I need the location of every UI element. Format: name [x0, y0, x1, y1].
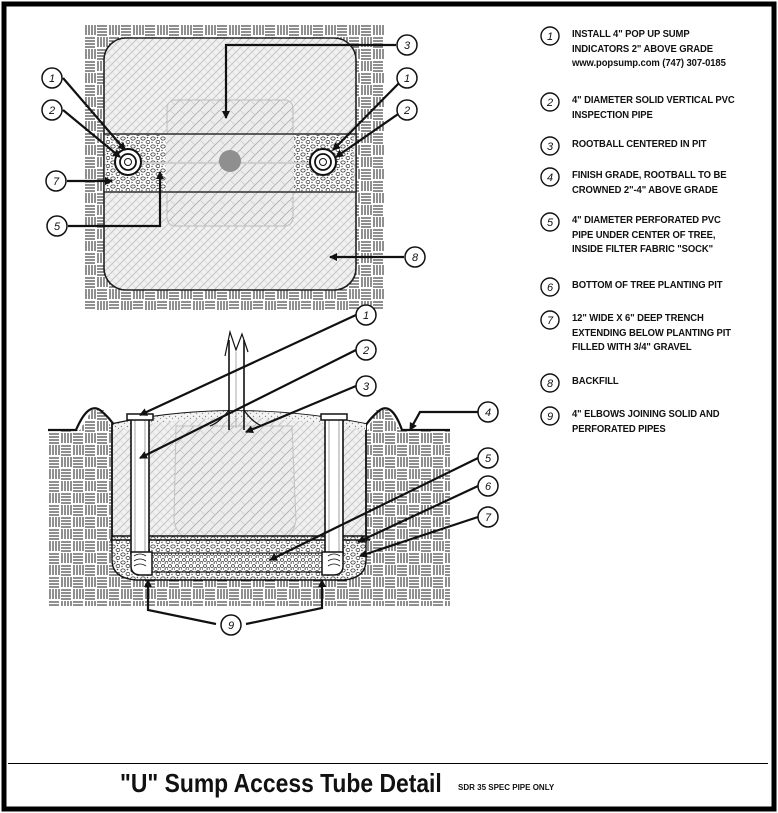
svg-text:8: 8 [412, 252, 419, 264]
section-elbow-left [130, 551, 153, 576]
note-text: FINISH GRADE, ROOTBALL TO BE CROWNED 2"-4… [572, 169, 761, 198]
section-callout-5: 5 [477, 447, 499, 469]
svg-text:5: 5 [54, 221, 61, 233]
note-number-badge: 2 [540, 92, 560, 112]
note-number-badge: 9 [540, 406, 560, 426]
note-line: BACKFILL [572, 376, 619, 387]
note-number-badge: 6 [540, 277, 560, 297]
plan-callout-2-left: 2 [41, 99, 63, 121]
svg-text:9: 9 [547, 411, 553, 423]
svg-text:5: 5 [547, 217, 554, 229]
svg-text:3: 3 [404, 40, 411, 52]
section-callout-2: 2 [355, 339, 377, 361]
note-text: 4" DIAMETER SOLID VERTICAL PVC INSPECTION… [572, 94, 761, 123]
svg-text:2: 2 [546, 97, 553, 109]
plan-callout-2-right: 2 [396, 99, 418, 121]
note-line: CROWNED 2"-4" ABOVE GRADE [572, 184, 718, 196]
drawing-title: "U" Sump Access Tube Detail [120, 768, 442, 798]
section-rootball [173, 425, 297, 541]
section-callout-9: 9 [220, 614, 242, 636]
svg-text:2: 2 [362, 345, 369, 357]
note-line: 4" DIAMETER PERFORATED PVC [572, 215, 721, 226]
note-number-badge: 1 [540, 26, 560, 46]
svg-text:8: 8 [547, 378, 554, 390]
note-number-badge: 8 [540, 373, 560, 393]
plan-callout-3: 3 [396, 34, 418, 56]
section-callout-3: 3 [355, 375, 377, 397]
note-line: INSPECTION PIPE [572, 109, 653, 121]
note-line: PERFORATED PIPES [572, 423, 666, 435]
svg-text:9: 9 [228, 620, 234, 632]
drawing-subtitle: SDR 35 SPEC PIPE ONLY [458, 783, 555, 792]
svg-text:1: 1 [49, 73, 55, 85]
section-callout-4: 4 [477, 401, 499, 423]
svg-text:1: 1 [404, 73, 410, 85]
section-elbow-right [321, 551, 344, 576]
note-text: 4" ELBOWS JOINING SOLID AND PERFORATED PI… [572, 408, 761, 437]
plan-callout-1-right: 1 [396, 67, 418, 89]
svg-text:4: 4 [547, 172, 553, 184]
note-line: INSTALL 4" POP UP SUMP [572, 29, 690, 40]
note-text: ROOTBALL CENTERED IN PIT [572, 138, 761, 153]
note-text: 4" DIAMETER PERFORATED PVC PIPE UNDER CEN… [572, 214, 761, 258]
note-number-badge: 7 [540, 310, 560, 330]
svg-text:5: 5 [485, 453, 492, 465]
svg-text:1: 1 [363, 310, 369, 322]
note-line: INDICATORS 2" ABOVE GRADE [572, 43, 713, 55]
title-block: "U" Sump Access Tube Detail SDR 35 SPEC … [8, 763, 768, 798]
svg-text:7: 7 [53, 176, 60, 188]
note-line: 4" DIAMETER SOLID VERTICAL PVC [572, 95, 735, 106]
svg-text:2: 2 [48, 105, 55, 117]
note-text: INSTALL 4" POP UP SUMP INDICATORS 2" ABOV… [572, 28, 761, 72]
section-pipe-right [320, 413, 348, 555]
svg-text:2: 2 [403, 105, 410, 117]
plan-view: 3 1 1 2 2 7 5 8 [41, 24, 426, 310]
note-line: INSIDE FILTER FABRIC "SOCK" [572, 244, 714, 255]
svg-text:6: 6 [485, 481, 492, 493]
note-number-badge: 5 [540, 212, 560, 232]
section-callout-6: 6 [477, 475, 499, 497]
section-callout-1: 1 [355, 304, 377, 326]
plan-sump-left [114, 148, 142, 176]
note-line: EXTENDING BELOW PLANTING PIT [572, 327, 732, 339]
note-text: BOTTOM OF TREE PLANTING PIT [572, 279, 761, 294]
note-number-badge: 4 [540, 167, 560, 187]
note-line: ROOTBALL CENTERED IN PIT [572, 139, 707, 150]
svg-text:7: 7 [547, 315, 554, 327]
svg-text:3: 3 [547, 141, 554, 153]
svg-text:6: 6 [547, 282, 554, 294]
section-perforated-pipe [149, 552, 325, 573]
plan-callout-7: 7 [45, 170, 67, 192]
section-pipe-left [126, 413, 154, 555]
section-view: 1 2 3 4 5 6 7 9 [48, 304, 499, 636]
plan-trunk [219, 150, 241, 172]
section-mulch [114, 411, 366, 430]
svg-text:3: 3 [363, 381, 370, 393]
plan-callout-1-left: 1 [41, 67, 63, 89]
note-line: FILLED WITH 3/4" GRAVEL [572, 342, 692, 353]
note-line: PIPE UNDER CENTER OF TREE, [572, 229, 716, 241]
finish-grade-line [48, 407, 450, 432]
plan-sump-right [309, 148, 337, 176]
note-line: FINISH GRADE, ROOTBALL TO BE [572, 170, 727, 181]
svg-text:4: 4 [485, 407, 491, 419]
svg-text:7: 7 [485, 512, 492, 524]
note-line: 12" WIDE X 6" DEEP TRENCH [572, 313, 704, 324]
note-line: BOTTOM OF TREE PLANTING PIT [572, 280, 723, 291]
plan-callout-8: 8 [404, 246, 426, 268]
plan-callout-5: 5 [46, 215, 68, 237]
note-line: www.popsump.com (747) 307-0185 [572, 58, 726, 69]
section-callout-7: 7 [477, 506, 499, 528]
note-line: 4" ELBOWS JOINING SOLID AND [572, 409, 720, 420]
svg-text:1: 1 [547, 31, 553, 43]
note-number-badge: 3 [540, 136, 560, 156]
note-text: 12" WIDE X 6" DEEP TRENCH EXTENDING BELOW… [572, 312, 761, 356]
note-text: BACKFILL [572, 375, 761, 390]
